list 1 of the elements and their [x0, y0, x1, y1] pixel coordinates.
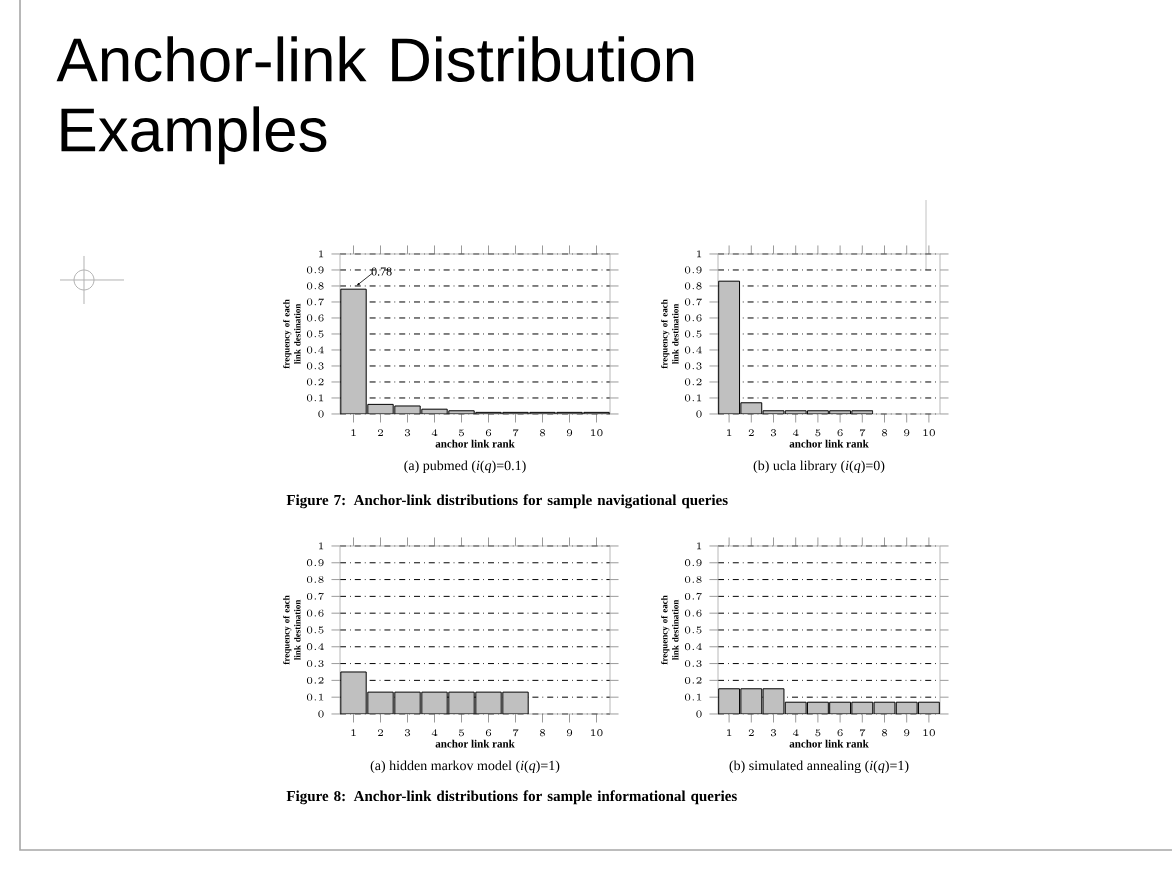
slide-title: Anchor-link Distribution Examples — [56, 36, 694, 165]
